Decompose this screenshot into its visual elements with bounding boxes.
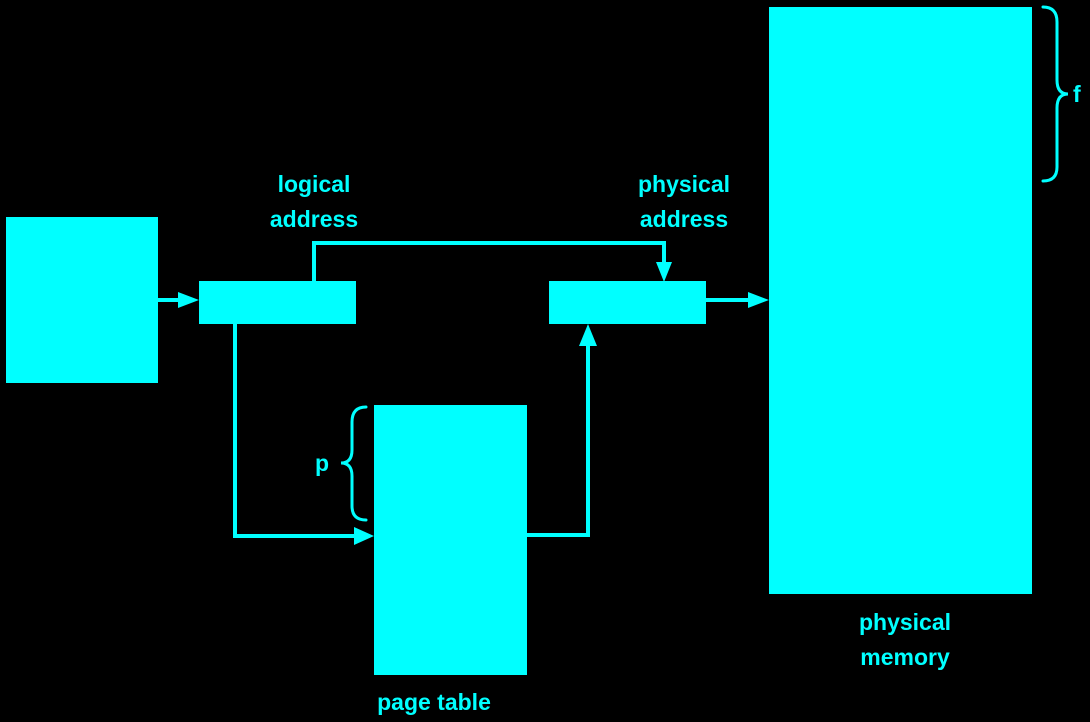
page-index-label: p bbox=[315, 450, 329, 476]
physical-to-memory-arrow bbox=[706, 292, 769, 308]
physical-memory-box bbox=[769, 7, 1032, 594]
logical-address-label-line1: logical bbox=[278, 171, 351, 197]
page-number-path-arrow bbox=[233, 324, 374, 545]
page-table-label: page table bbox=[377, 689, 491, 715]
physical-address-box bbox=[549, 281, 706, 324]
physical-memory-label-line1: physical bbox=[859, 609, 951, 635]
frame-number-path-arrow bbox=[527, 324, 597, 537]
cpu-to-logical-arrow bbox=[158, 292, 199, 308]
page-table-box bbox=[374, 405, 527, 675]
physical-memory-label-line2: memory bbox=[860, 644, 950, 670]
logical-address-label-line2: address bbox=[270, 206, 358, 232]
offset-path-arrow bbox=[312, 241, 672, 282]
logical-address-box bbox=[199, 281, 356, 324]
page-entry-brace bbox=[340, 405, 368, 522]
physical-address-label-line2: address bbox=[640, 206, 728, 232]
cpu-box bbox=[6, 217, 158, 383]
frame-index-label: f bbox=[1073, 81, 1081, 107]
frame-brace bbox=[1041, 5, 1069, 183]
physical-address-label-line1: physical bbox=[638, 171, 730, 197]
